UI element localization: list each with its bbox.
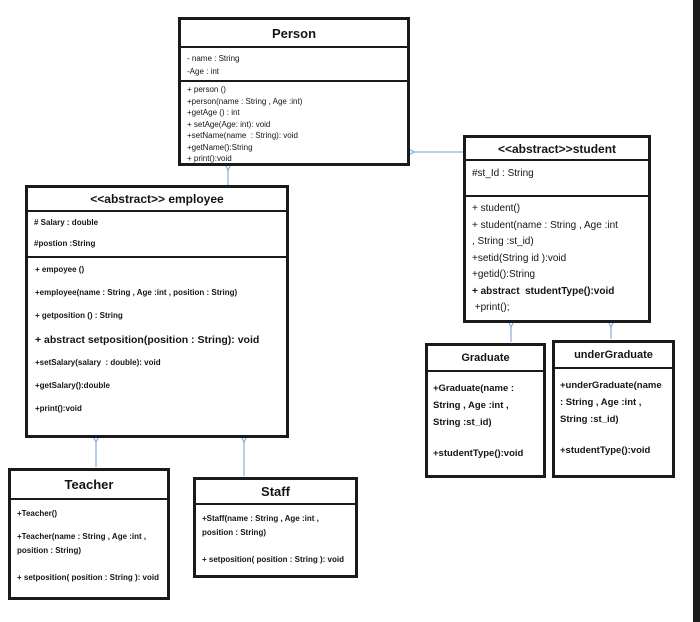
method-line: +underGraduate(name : String , Age :int … (560, 380, 665, 425)
employee-methods-compartment: + empoyee () +employee(name : String , A… (28, 258, 286, 434)
employee-attributes-compartment: # Salary : double #postion :String (28, 212, 286, 258)
class-box-student: <<abstract>>student #st_Id : String + st… (463, 135, 651, 323)
method-line: +Teacher() (17, 509, 58, 518)
class-name-undergraduate: underGraduate (555, 343, 672, 369)
person-attributes-compartment: - name : String -Age : int (181, 48, 407, 82)
class-name-student: <<abstract>>student (466, 138, 648, 161)
student-methods-compartment: + student() + student(name : String , Ag… (466, 197, 648, 321)
method-line: +setid(String id ):void (472, 252, 567, 264)
class-name-staff: Staff (196, 480, 355, 505)
attribute-line: #st_Id : String (472, 168, 534, 179)
method-line: +studentType():void (560, 445, 651, 456)
method-line: +Staff(name : String , Age :int , positi… (202, 514, 322, 537)
attribute-line: -Age : int (187, 67, 220, 76)
method-line: + print():void (187, 154, 232, 163)
method-line: +getSalary():double (35, 381, 110, 390)
method-line: + person () (187, 85, 226, 94)
student-attributes-compartment: #st_Id : String (466, 161, 648, 197)
method-line: +studentType():void (433, 448, 524, 459)
graduate-methods-compartment: +Graduate(name : String , Age :int , Str… (428, 372, 543, 470)
method-line: +getid():String (472, 269, 536, 280)
class-box-teacher: Teacher +Teacher() +Teacher(name : Strin… (8, 468, 170, 600)
method-line: + student() (472, 203, 521, 214)
class-name-teacher: Teacher (11, 471, 167, 500)
method-line: +setName(name : String): void (187, 131, 298, 140)
class-box-undergraduate: underGraduate +underGraduate(name : Stri… (552, 340, 675, 478)
class-box-employee: <<abstract>> employee # Salary : double … (25, 185, 289, 438)
method-line: +Graduate(name : String , Age :int , Str… (433, 383, 517, 428)
method-line: +person(name : String , Age :int) (187, 96, 303, 106)
class-name-person: Person (181, 20, 407, 48)
staff-methods-compartment: +Staff(name : String , Age :int , positi… (196, 505, 355, 574)
method-line: +employee(name : String , Age :int , pos… (35, 288, 238, 297)
method-line: +getAge () : int (187, 108, 240, 117)
method-line: , String :st_id) (472, 236, 534, 247)
attribute-line: #postion :String (34, 239, 96, 248)
class-name-graduate: Graduate (428, 346, 543, 372)
method-line: +Teacher(name : String , Age :int , posi… (17, 532, 149, 555)
method-line-abstract: + abstract setposition(position : String… (35, 334, 260, 346)
attribute-line: # Salary : double (34, 218, 99, 227)
method-line: + empoyee () (35, 265, 85, 274)
method-line: + setAge(Age: int): void (187, 119, 271, 129)
person-methods-compartment: + person () +person(name : String , Age … (181, 82, 407, 167)
right-edge-bar (693, 0, 700, 622)
method-line: + getposition () : String (35, 311, 123, 320)
method-line: + student(name : String , Age :int (472, 219, 618, 231)
method-line: +setSalary(salary : double): void (35, 358, 161, 367)
class-name-employee: <<abstract>> employee (28, 188, 286, 212)
method-line-abstract: + abstract studentType():void (472, 285, 615, 297)
method-line: +getName():String (187, 142, 253, 152)
class-box-staff: Staff +Staff(name : String , Age :int , … (193, 477, 358, 578)
teacher-methods-compartment: +Teacher() +Teacher(name : String , Age … (11, 500, 167, 592)
attribute-line: - name : String (187, 54, 240, 63)
class-box-person: Person - name : String -Age : int + pers… (178, 17, 410, 166)
method-line: + setposition( position : String ): void (17, 573, 159, 582)
method-line: +print(); (472, 302, 510, 313)
undergraduate-methods-compartment: +underGraduate(name : String , Age :int … (555, 369, 672, 467)
method-line: +print():void (35, 404, 82, 413)
class-box-graduate: Graduate +Graduate(name : String , Age :… (425, 343, 546, 478)
method-line: + setposition( position : String ): void (202, 555, 344, 564)
